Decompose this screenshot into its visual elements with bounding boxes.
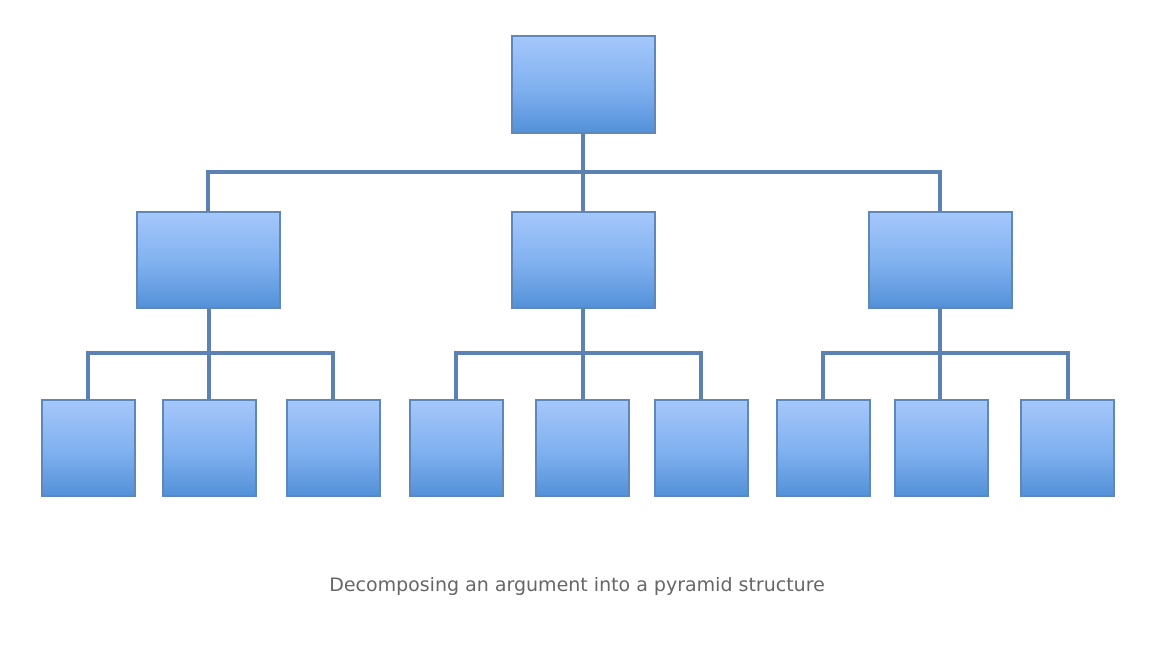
leaf-node-3 [286, 399, 381, 497]
diagram-caption: Decomposing an argument into a pyramid s… [329, 574, 825, 596]
leaf-node-1 [41, 399, 136, 497]
root-node [511, 35, 656, 134]
leaf-node-4 [409, 399, 504, 497]
leaf-node-7 [776, 399, 871, 497]
level1-node-middle [511, 211, 656, 309]
connector-lines [86, 131, 1070, 401]
connector-left-branch [86, 306, 335, 401]
connector-root-to-level1 [206, 131, 942, 213]
leaf-node-8 [894, 399, 989, 497]
leaf-node-9 [1020, 399, 1115, 497]
level1-node-left [136, 211, 281, 309]
connector-middle-branch [454, 306, 703, 401]
connector-right-branch [821, 306, 1070, 401]
level1-node-right [868, 211, 1013, 309]
leaf-node-6 [654, 399, 749, 497]
leaf-node-2 [162, 399, 257, 497]
leaf-node-5 [535, 399, 630, 497]
